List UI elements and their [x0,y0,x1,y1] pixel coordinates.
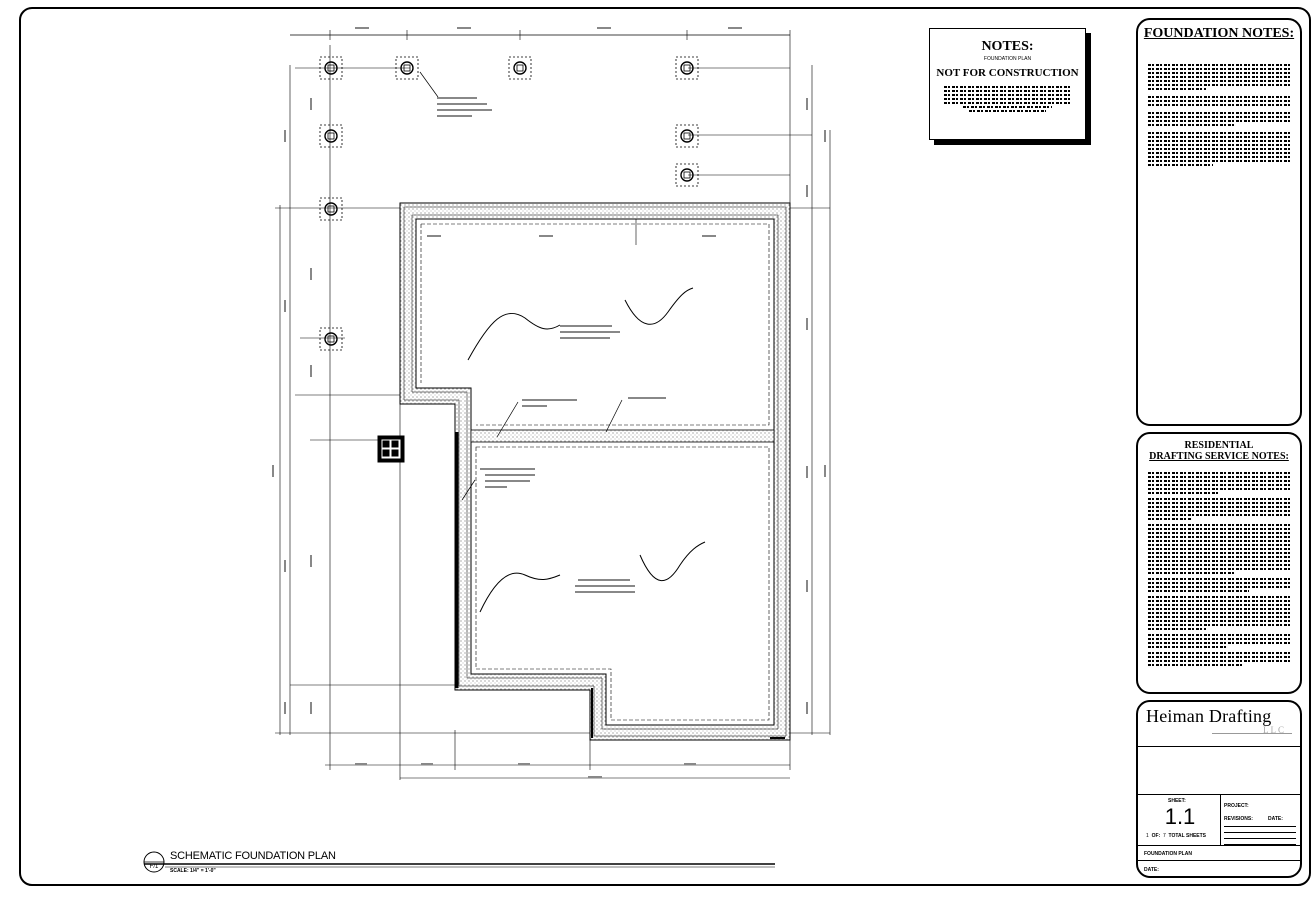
notes-card-warning: NOT FOR CONSTRUCTION [936,67,1079,79]
sheet-index: 1 [1146,833,1149,839]
revisions-label: REVISIONS: [1224,816,1253,822]
sheet-title: FOUNDATION PLAN [1144,851,1192,857]
plan-annotations [272,27,826,778]
foundation-plan [275,30,831,780]
of-label: OF: [1151,833,1161,839]
company-suffix: LLC [1263,725,1286,735]
plan-callout-number: F/1 [149,864,159,870]
pier-footing [675,56,699,80]
post-column [377,435,405,463]
sheet-number: 1.1 [1164,804,1196,829]
foundation-notes-text [1148,62,1292,168]
notes-card: NOTES: FOUNDATION PLAN NOT FOR CONSTRUCT… [929,28,1086,140]
drafting-notes-panel: RESIDENTIAL DRAFTING SERVICE NOTES: [1136,432,1302,694]
drafting-notes-text [1148,470,1292,668]
drafting-notes-title-line2: DRAFTING SERVICE NOTES: [1149,451,1289,462]
pier-footing [508,56,532,80]
company-logo: Heiman Drafting LLC [1146,706,1292,742]
notes-card-fine-print [944,84,1071,114]
drafting-notes-title-line1: RESIDENTIAL [1184,440,1254,451]
notes-card-subtitle: FOUNDATION PLAN [983,56,1032,62]
pier-footing [675,124,699,148]
foundation-notes-panel: FOUNDATION NOTES: [1136,18,1302,426]
foundation-wall [399,202,791,741]
plan-title-block [143,851,775,873]
plan-title: SCHEMATIC FOUNDATION PLAN [170,850,336,862]
pier-footing [395,56,419,80]
sheet-label: SHEET: [1168,798,1186,804]
pier-footing [675,163,699,187]
total-sheets-label: TOTAL SHEETS [1168,833,1207,839]
title-block: Heiman Drafting LLC SHEET: 1.1 1 OF: 7 T… [1136,700,1302,878]
project-label: PROJECT: [1224,803,1249,809]
pier-footing [319,197,343,221]
total-sheets: 7 [1162,833,1166,839]
date-footer-label: DATE: [1144,867,1159,873]
interior-footing [470,429,775,443]
pier-footing [319,327,343,351]
plan-scale: SCALE: 1/4" = 1'-0" [170,868,216,874]
revision-rows [1224,826,1296,850]
company-name: Heiman Drafting [1146,706,1272,726]
sheet-border [19,7,1311,886]
sheet-count: 1 OF: 7 TOTAL SHEETS [1146,833,1206,839]
date-label: DATE: [1268,816,1283,822]
notes-card-title: NOTES: [981,39,1034,54]
foundation-notes-title: FOUNDATION NOTES: [1143,26,1295,41]
pier-footing [319,124,343,148]
pier-footing [319,56,343,80]
